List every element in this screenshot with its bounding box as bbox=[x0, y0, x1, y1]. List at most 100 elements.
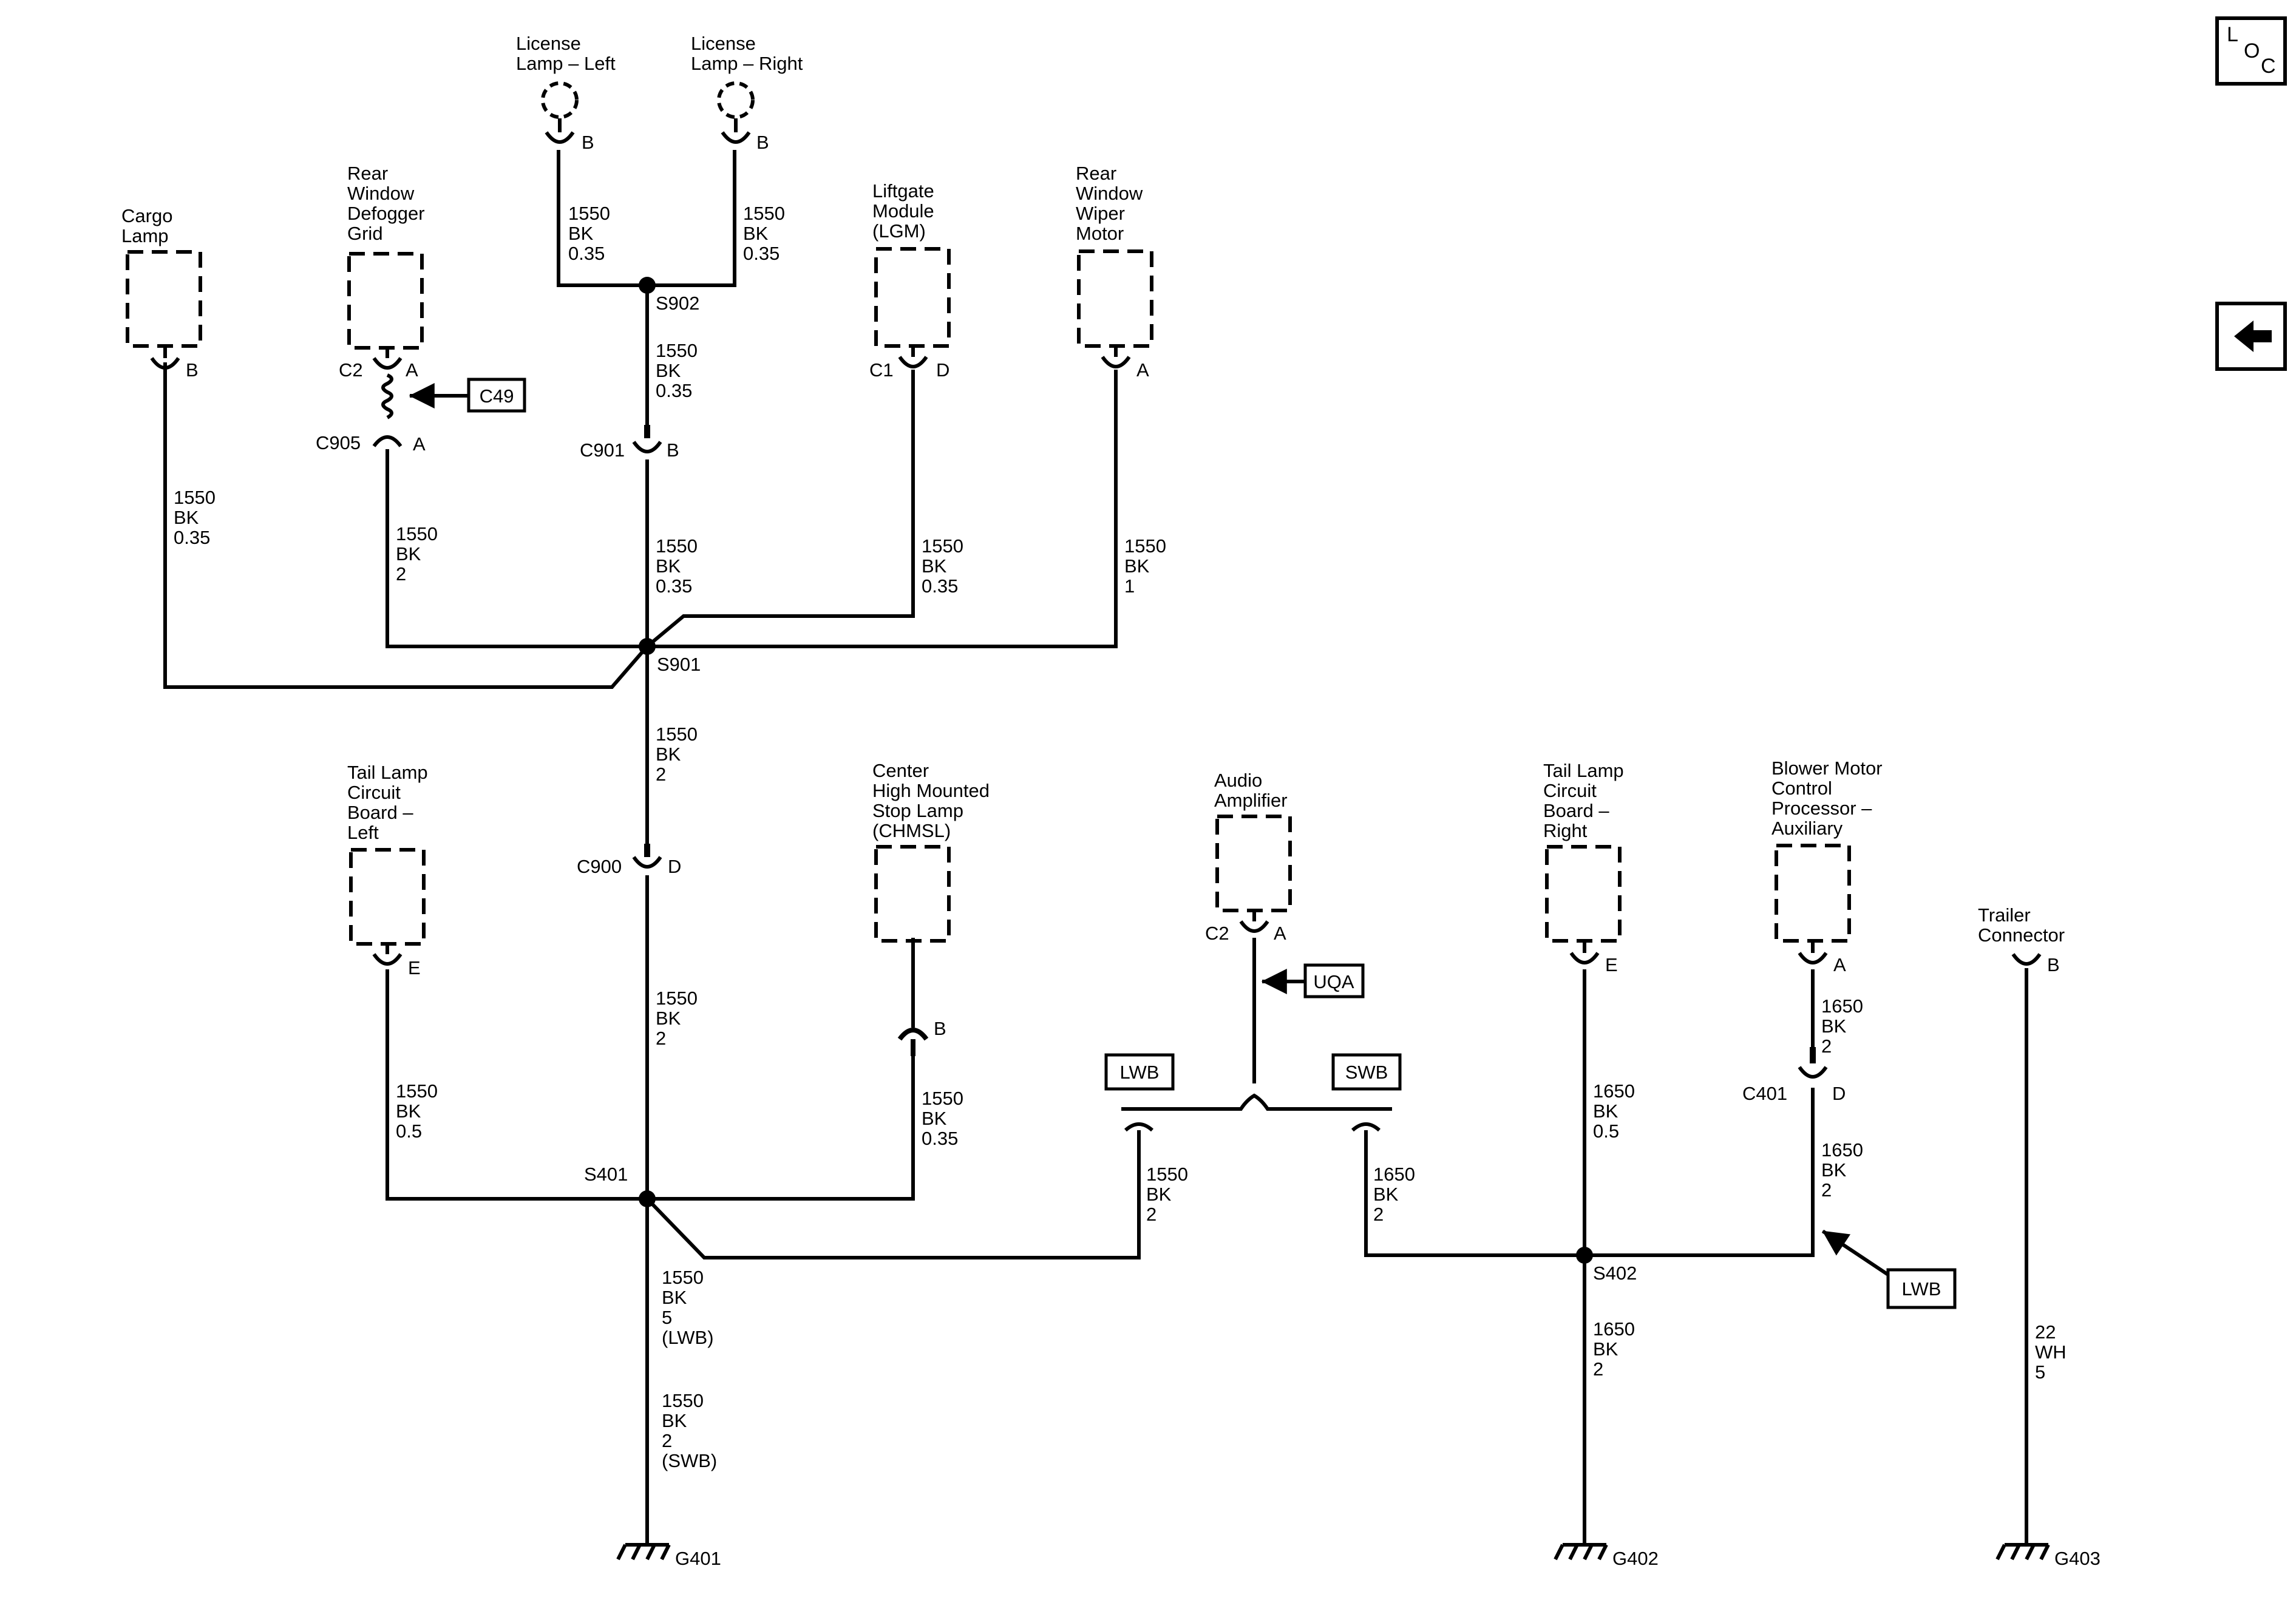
loc-letter-o: O bbox=[2244, 39, 2260, 63]
tail-lamp-left-box bbox=[349, 848, 426, 946]
wires bbox=[163, 150, 2028, 1547]
label-line: Grid bbox=[347, 223, 383, 244]
splice-s402-dot bbox=[1576, 1247, 1593, 1264]
pin-label-c901-b: B bbox=[667, 439, 679, 461]
pin-swb-end bbox=[1351, 1122, 1381, 1132]
pin-label-audio-a: A bbox=[1274, 923, 1286, 944]
label-line: BK bbox=[1821, 1159, 1847, 1181]
label-line: 1550 bbox=[1124, 535, 1166, 557]
loc-letter-l: L bbox=[2227, 23, 2238, 46]
label-line: 5 bbox=[662, 1307, 672, 1328]
ground-g403-icon bbox=[1995, 1543, 2050, 1561]
label-line: 2 bbox=[1373, 1204, 1384, 1225]
back-arrow-icon[interactable] bbox=[2215, 302, 2287, 371]
pin-lgm bbox=[898, 347, 928, 368]
label-line: Circuit bbox=[347, 782, 401, 803]
label-line: Auxiliary bbox=[1771, 818, 1843, 839]
splices bbox=[639, 277, 1593, 1264]
label-line: Trailer bbox=[1978, 904, 2031, 926]
loc-icon[interactable]: L O C bbox=[2215, 16, 2287, 86]
label-line: Cargo bbox=[121, 205, 172, 226]
label-line: 0.35 bbox=[568, 243, 605, 264]
pin-lwb-end bbox=[1124, 1122, 1154, 1132]
pin-license-right bbox=[721, 118, 751, 144]
pin-label-c901: C901 bbox=[580, 439, 625, 461]
defogger-box bbox=[347, 252, 424, 350]
label-line: 1550 bbox=[662, 1267, 704, 1288]
ground-label-g401: G401 bbox=[675, 1548, 721, 1569]
label-line: BK bbox=[743, 223, 769, 244]
label-line: 0.35 bbox=[174, 527, 210, 548]
label-line: (SWB) bbox=[662, 1450, 717, 1471]
pin-label-tail-left-e: E bbox=[408, 957, 421, 978]
label-line: (CHMSL) bbox=[872, 820, 951, 841]
label-line: BK bbox=[396, 1100, 421, 1122]
wire-license-right bbox=[645, 150, 736, 287]
label-line: BK bbox=[656, 1008, 681, 1029]
lwb-right-label: LWB bbox=[1902, 1278, 1941, 1300]
pin-label-defog-c2: C2 bbox=[339, 359, 363, 381]
label-line: BK bbox=[656, 744, 681, 765]
license-lamp-left-bulb bbox=[541, 81, 579, 119]
pin-wiper bbox=[1101, 347, 1131, 368]
label-line: 2 bbox=[1146, 1204, 1156, 1225]
pin-label-cargo: B bbox=[186, 359, 199, 381]
label-line: BK bbox=[922, 1108, 947, 1129]
splice-s401-dot bbox=[639, 1190, 656, 1207]
label-line: Center bbox=[872, 760, 929, 781]
pin-cargo bbox=[150, 347, 180, 370]
splice-s901-dot bbox=[639, 638, 656, 655]
pin-defog-c2 bbox=[372, 349, 402, 370]
label-line: 2 bbox=[1821, 1036, 1832, 1057]
label-line: Window bbox=[347, 183, 415, 204]
blower-motor-box bbox=[1775, 844, 1851, 943]
label-line: BK bbox=[922, 555, 947, 577]
wiper-motor-box bbox=[1077, 249, 1153, 348]
pin-label-chmsl-b: B bbox=[934, 1018, 946, 1039]
wire-lgm bbox=[644, 370, 915, 649]
label-line: 22 bbox=[2035, 1321, 2056, 1343]
splice-label-s401: S401 bbox=[584, 1164, 628, 1185]
label-line: Right bbox=[1543, 820, 1588, 841]
chmsl-box bbox=[874, 845, 951, 943]
wire-defogger bbox=[385, 455, 649, 648]
label-line: BK bbox=[396, 543, 421, 564]
label-line: Control bbox=[1771, 778, 1832, 799]
pin-chmsl bbox=[897, 1028, 929, 1056]
label-line: 1650 bbox=[1373, 1164, 1415, 1185]
label-line: Board – bbox=[1543, 800, 1609, 821]
pin-label-tail-right-e: E bbox=[1605, 954, 1618, 975]
label-line: 1550 bbox=[656, 535, 698, 557]
label-line: 1 bbox=[1124, 575, 1135, 597]
pin-label-lgm-d: D bbox=[936, 359, 949, 381]
ground-label-g403: G403 bbox=[2054, 1548, 2101, 1569]
pin-license-left bbox=[545, 118, 575, 144]
label-line: BK bbox=[1373, 1184, 1399, 1205]
label-line: Amplifier bbox=[1214, 790, 1288, 811]
label-line: 2 bbox=[1821, 1179, 1832, 1201]
license-lamp-right-bulb bbox=[717, 81, 755, 119]
lwb-left-label: LWB bbox=[1120, 1062, 1160, 1083]
wire-c401-s402 bbox=[1583, 1088, 1815, 1257]
wire-lwb bbox=[644, 1130, 1141, 1259]
label-line: BK bbox=[1593, 1338, 1618, 1360]
